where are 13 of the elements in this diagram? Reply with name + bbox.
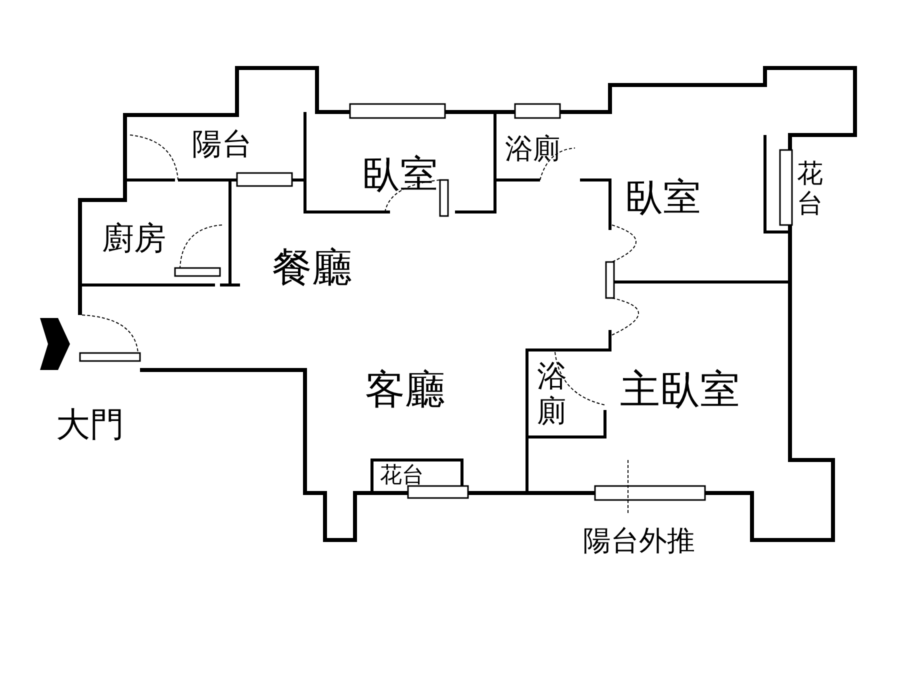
room-label: 陽台外推 xyxy=(583,527,695,555)
room-label: 客廳 xyxy=(365,370,445,410)
room-label: 臥室 xyxy=(625,178,701,216)
room-label: 廚房 xyxy=(102,222,166,254)
room-label: 花台 xyxy=(797,160,823,220)
room-label: 花台 xyxy=(380,465,424,487)
room-label: 餐廳 xyxy=(272,248,352,288)
room-label: 陽台 xyxy=(192,130,252,160)
room-label: 浴廁 xyxy=(537,360,567,429)
room-label: 浴廁 xyxy=(505,135,561,163)
room-label: 臥室 xyxy=(362,155,438,193)
room-label: 大門 xyxy=(56,408,124,442)
room-label: 主臥室 xyxy=(620,370,740,410)
